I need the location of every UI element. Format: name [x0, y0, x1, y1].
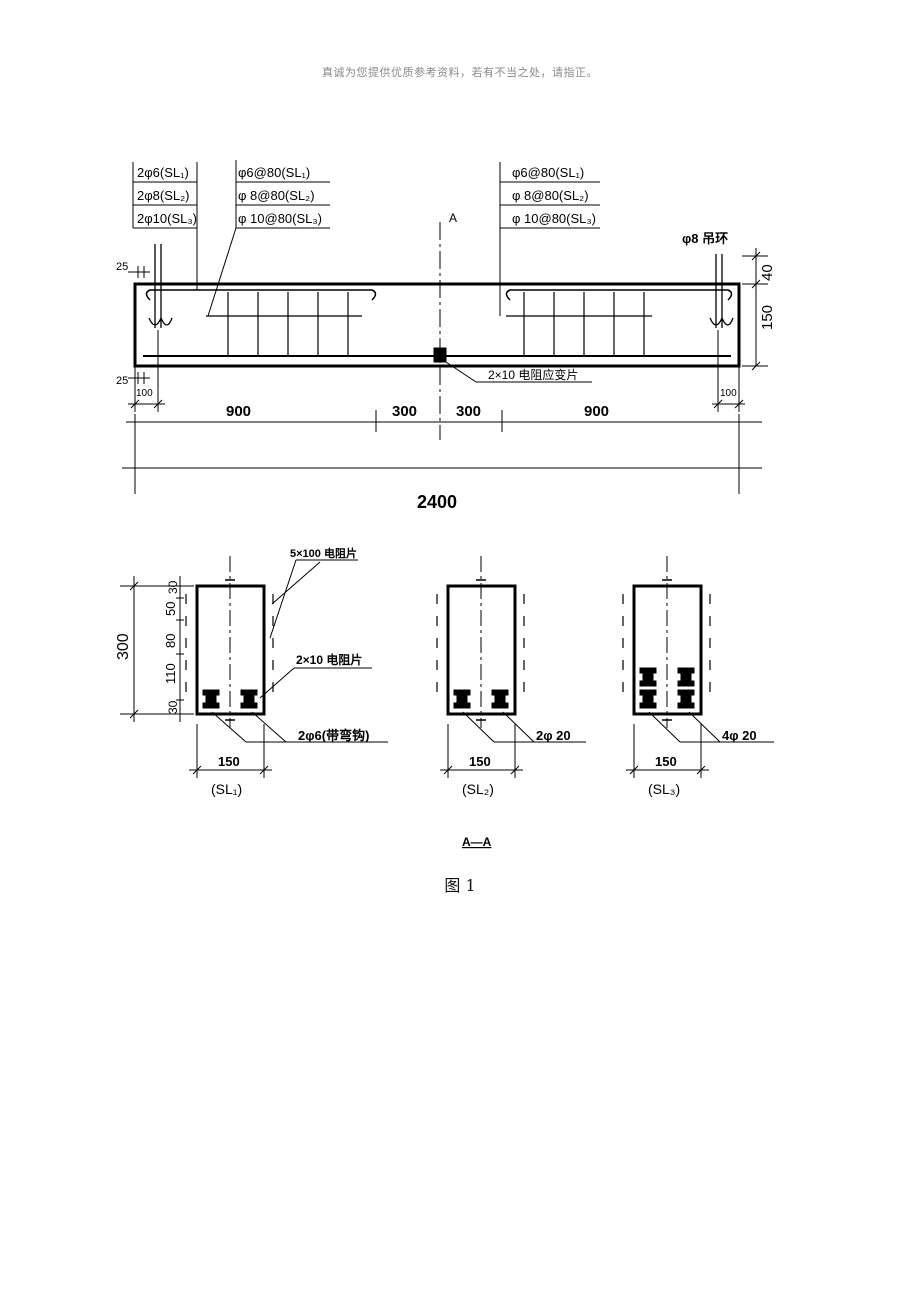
section-height-total: 300: [115, 633, 132, 660]
section-sl1: [120, 556, 388, 778]
bar-label-sl2: 2φ8(SL₂): [137, 188, 190, 203]
stirrup-label-right-sl2: φ 8@80(SL₂): [512, 188, 589, 203]
stirrup-label-left-sl1: φ6@80(SL₁): [238, 165, 310, 180]
span-dim-900-left: 900: [226, 403, 251, 420]
cover-bottom-25: 25: [116, 375, 128, 387]
end-dim-right: 100: [720, 388, 737, 399]
gauge-label-mid: 2×10 电阻片: [296, 652, 362, 667]
top-bar-left: [145, 289, 377, 301]
sl3-name: (SL₃): [648, 781, 680, 797]
section-height-30-bottom: 30: [166, 700, 180, 714]
section-height-30-top: 30: [166, 580, 180, 594]
span-dim-300-right: 300: [456, 403, 481, 420]
sl1-name: (SL₁): [211, 781, 242, 797]
stirrup-label-left-sl3: φ 10@80(SL₃): [238, 211, 322, 226]
stirrup-label-left-sl2: φ 8@80(SL₂): [238, 188, 315, 203]
section-mark-a: A: [449, 211, 457, 225]
end-dims: [128, 330, 745, 412]
figure-caption: 图 1: [444, 876, 476, 895]
lifting-ring-label: φ8 吊环: [682, 231, 728, 246]
sl2-name: (SL₂): [462, 781, 494, 797]
strain-gauge-mark: [433, 347, 447, 363]
strain-gauge-label: 2×10 电阻应变片: [488, 367, 578, 382]
beam-outline: [133, 282, 741, 368]
sl2-bars-label: 2φ 20: [536, 728, 571, 743]
gauge-label-top: 5×100 电阻片: [290, 546, 357, 560]
end-dim-left: 100: [136, 388, 153, 399]
stirrup-label-right-sl1: φ6@80(SL₁): [512, 165, 584, 180]
section-height-110: 110: [163, 663, 178, 684]
span-dim-900-right: 900: [584, 403, 609, 420]
stirrup-label-right-sl3: φ 10@80(SL₃): [512, 211, 596, 226]
section-sl2: [436, 556, 586, 778]
sl3-width: 150: [655, 754, 677, 769]
right-label-table: [499, 162, 600, 316]
sl1-width: 150: [218, 754, 240, 769]
section-labels: 300 30 50 80 110 30 5×100 电阻片 2×10 电阻片 2…: [115, 546, 757, 849]
beam-elevation: [122, 160, 768, 494]
elevation-labels: 2φ6(SL₁) 2φ8(SL₂) 2φ10(SL₃) φ6@80(SL₁) φ…: [116, 165, 776, 512]
lifting-rod-left: [148, 244, 173, 328]
stirrups-right: [506, 292, 652, 356]
section-height-80: 80: [163, 634, 178, 648]
total-length: 2400: [417, 492, 457, 512]
sl1-bars-label: 2φ6(带弯钩): [298, 728, 369, 743]
span-dim-300-left: 300: [392, 403, 417, 420]
lifting-rod-right: [709, 254, 734, 328]
dim-40: 40: [759, 264, 776, 281]
sl3-bars-label: 4φ 20: [722, 728, 757, 743]
watermark-text: 真诚为您提供优质参考资料，若有不当之处，请指正。: [322, 66, 598, 79]
stirrups-left: [206, 292, 362, 356]
dim-150: 150: [759, 305, 776, 330]
section-height-50: 50: [163, 602, 178, 616]
left-cover-marks: [128, 266, 150, 384]
cover-top-25: 25: [116, 261, 128, 273]
right-height-dims: [742, 248, 768, 371]
section-sl3: [622, 556, 774, 778]
section-title: A—A: [462, 835, 492, 849]
span-dimension-line: [122, 410, 762, 494]
top-bar-right: [505, 289, 733, 301]
bar-label-sl1: 2φ6(SL₁): [137, 165, 189, 180]
bar-label-sl3: 2φ10(SL₃): [137, 211, 197, 226]
left-label-table: [132, 160, 330, 317]
sl2-width: 150: [469, 754, 491, 769]
